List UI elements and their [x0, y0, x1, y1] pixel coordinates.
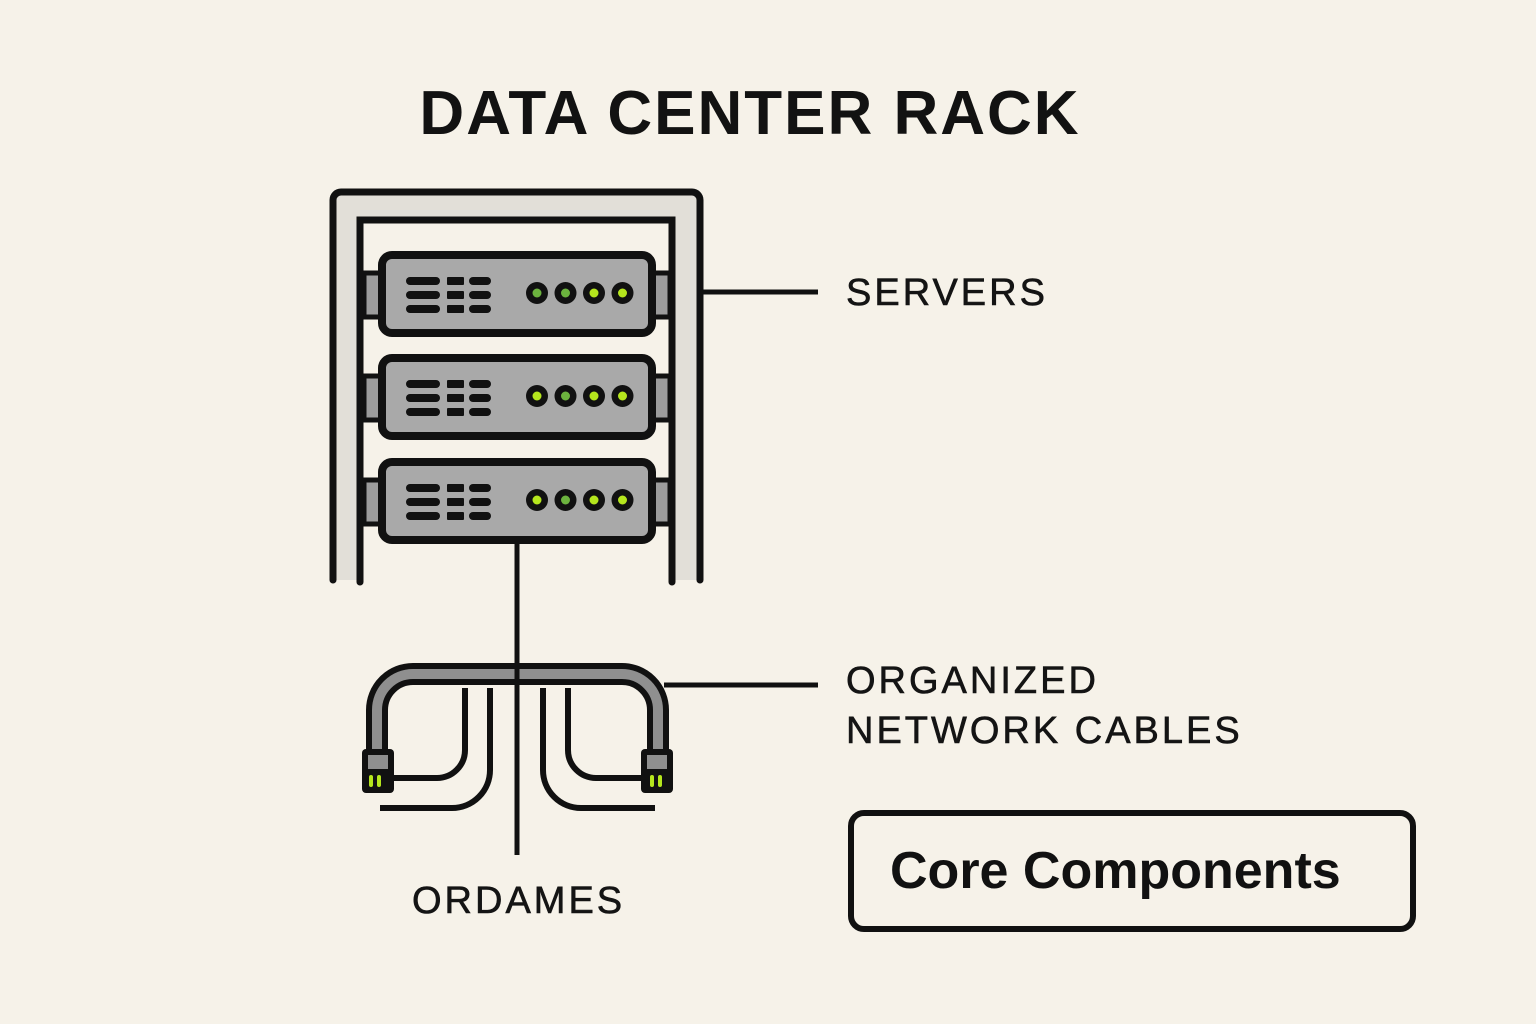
server-unit [361, 251, 673, 337]
status-led-icon [554, 385, 577, 407]
status-led-icon [583, 385, 605, 407]
status-led-icon [583, 489, 605, 511]
core-components-badge: Core Components [848, 810, 1416, 932]
status-led-icon [526, 385, 548, 407]
server-chassis [378, 354, 656, 440]
status-led-icon [583, 282, 605, 304]
cables-label-line2: NETWORK CABLES [846, 710, 1243, 753]
status-led-icon [611, 385, 634, 407]
vent-grille-icon [406, 277, 491, 313]
cables-label-line1: ORGANIZED [846, 660, 1099, 703]
servers-label: SERVERS [846, 272, 1048, 315]
status-led-icon [611, 489, 634, 511]
ordames-label: ORDAMES [412, 880, 626, 923]
diagram-title: DATA CENTER RACK [419, 79, 1081, 148]
server-chassis [378, 251, 656, 337]
status-led-icon [611, 282, 634, 304]
status-led-icon [526, 489, 548, 511]
server-chassis [378, 458, 656, 544]
core-components-text: Core Components [890, 842, 1341, 900]
server-unit [361, 354, 673, 440]
status-led-icon [526, 282, 548, 304]
server-unit [361, 458, 673, 544]
vent-grille-icon [406, 380, 491, 416]
status-led-icon [554, 282, 577, 304]
vent-grille-icon [406, 484, 491, 520]
rj45-plug-right-icon [641, 749, 673, 793]
status-led-icon [554, 489, 577, 511]
rj45-plug-left-icon [362, 749, 394, 793]
server-group [361, 251, 673, 544]
